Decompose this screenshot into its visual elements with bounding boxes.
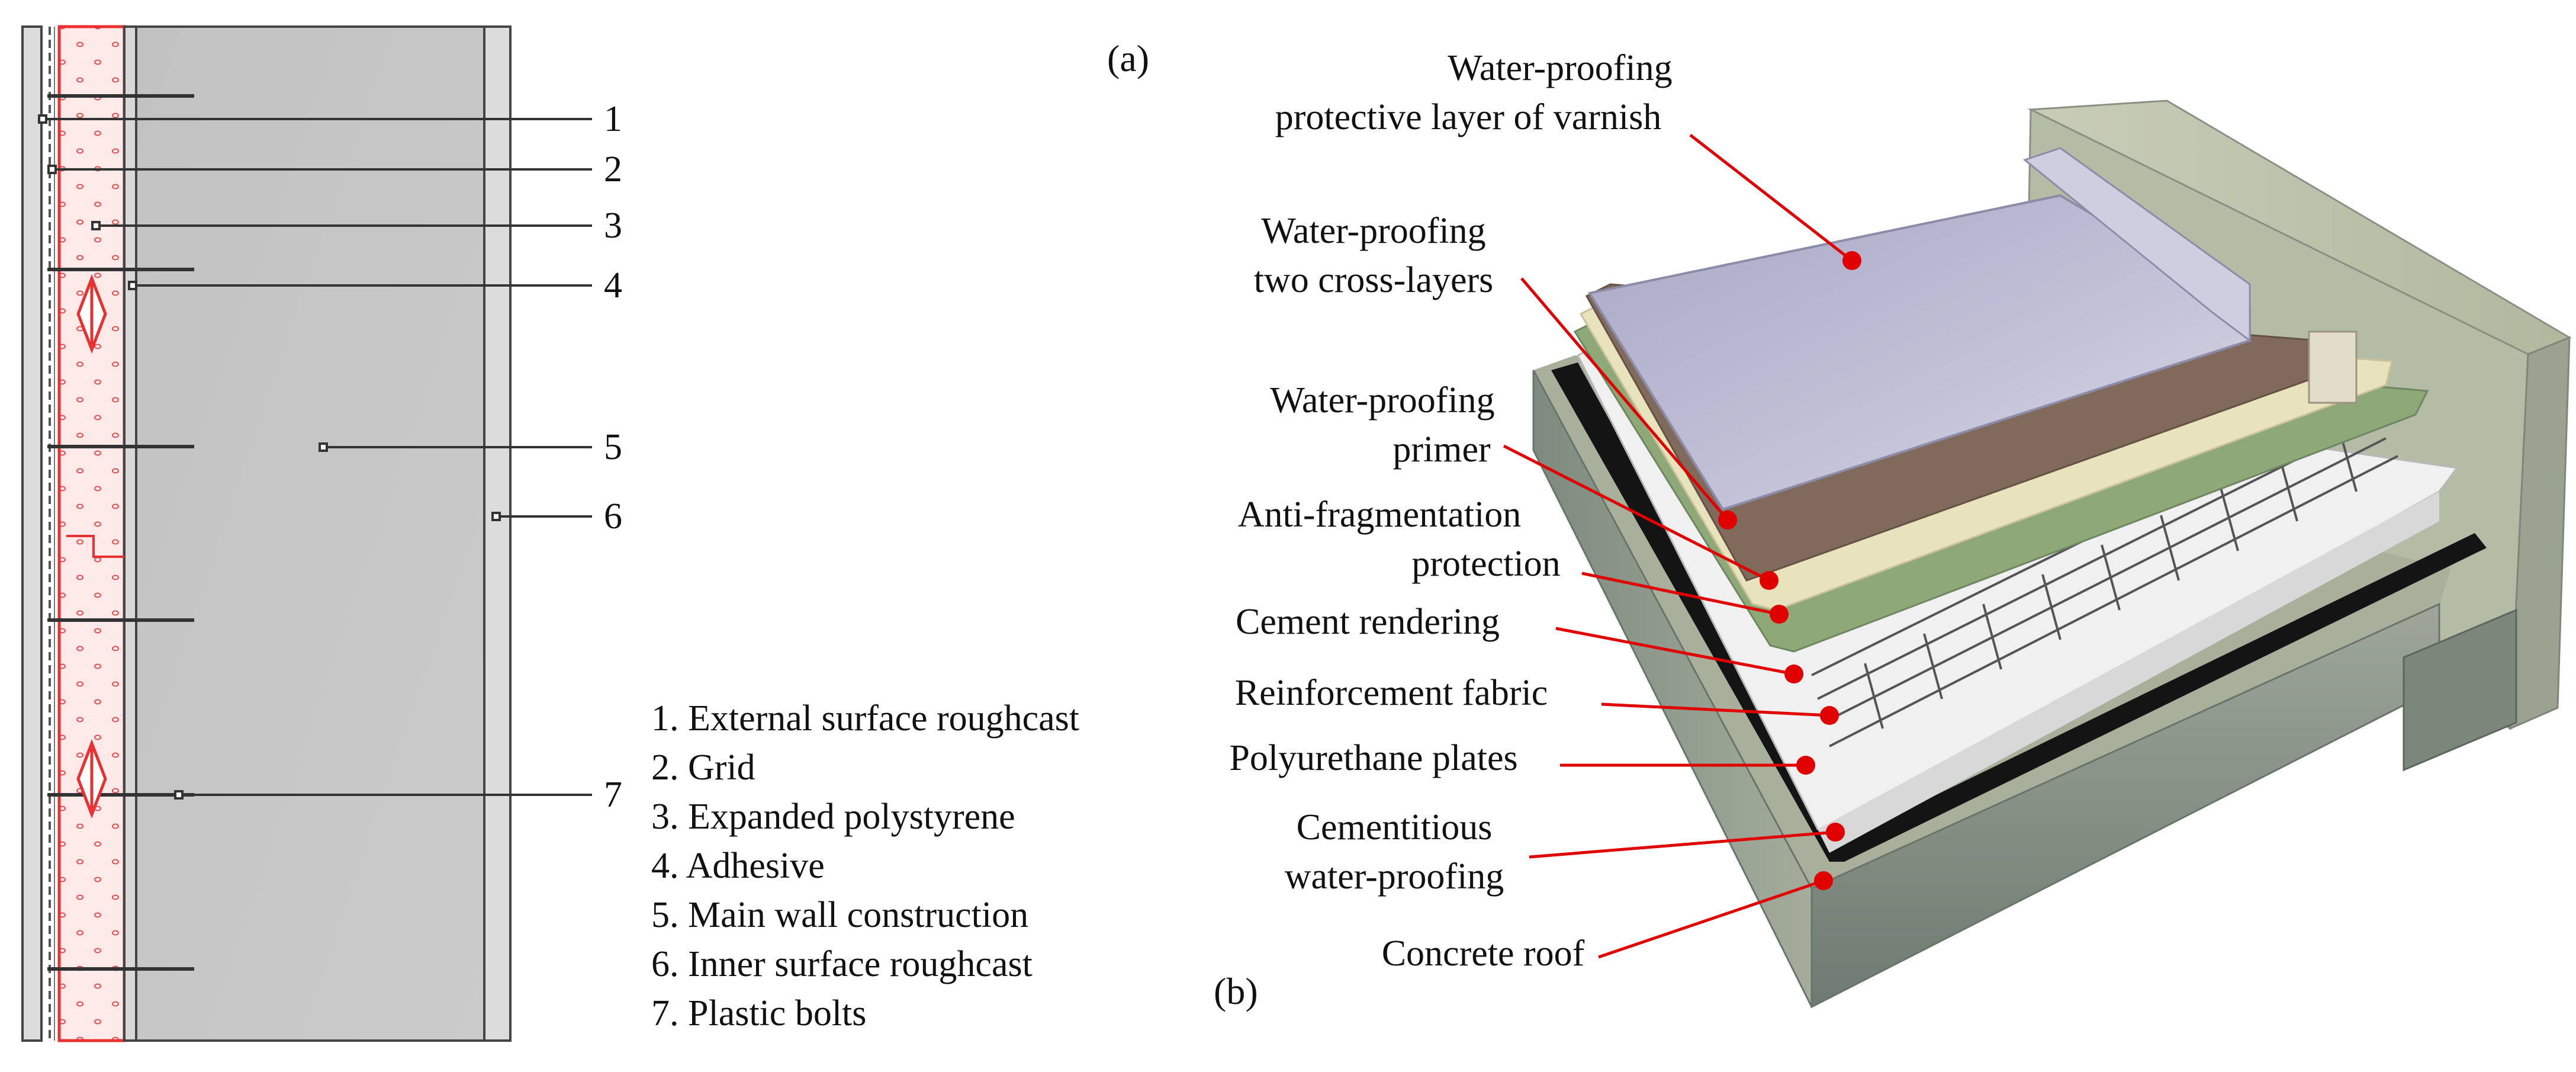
panel-a-label: (a) [1107, 37, 1149, 79]
parapet-side [2509, 336, 2571, 730]
callout-leaders [38, 114, 592, 800]
parapet-detail [2308, 330, 2358, 404]
plastic-bolts [47, 94, 194, 971]
inner-roughcast-layer [483, 25, 512, 1042]
support-beam [2403, 608, 2517, 772]
layer-marker-dots [1718, 251, 1861, 890]
layer-label: Concrete roof [1382, 933, 1585, 974]
callout-number: 2 [604, 149, 622, 190]
layer-label: Water-proofing [1270, 380, 1494, 421]
layer-label: two cross-layers [1254, 260, 1494, 300]
external-roughcast-layer [21, 25, 43, 1042]
panel-b-label: (b) [1214, 970, 1258, 1012]
expanded-polystyrene-layer [57, 25, 126, 1042]
roof-cutaway-drawing [1532, 100, 2572, 1009]
polyurethane-plates-side [1818, 492, 2439, 853]
layer-label: Polyurethane plates [1229, 738, 1517, 778]
callout-number: 6 [604, 496, 622, 537]
wall-legend: 1. External surface roughcast 2. Grid 3.… [651, 698, 1079, 1034]
layer-label: protection [1411, 544, 1560, 584]
wall-section-drawing: 1 2 3 4 5 6 7 [21, 25, 622, 1042]
layer-label: protective layer of varnish [1275, 97, 1661, 137]
callout-numbers: 1 2 3 4 5 6 7 [604, 99, 622, 815]
varnish-upstand [2022, 147, 2251, 342]
legend-item: 3. Expanded polystyrene [651, 797, 1015, 837]
callout-number: 7 [604, 775, 622, 815]
adhesive-layer [123, 25, 137, 1042]
anchor-diamond-icon [76, 274, 107, 354]
layer-label: Water-proofing [1261, 211, 1485, 251]
legend-item: 5. Main wall construction [651, 895, 1028, 935]
callout-number: 1 [604, 99, 622, 139]
callout-number: 4 [604, 265, 622, 306]
layer-label: Reinforcement fabric [1235, 673, 1548, 713]
cementitious-waterproofing-layer [1551, 362, 2487, 862]
layer-label: Anti-fragmentation [1238, 495, 1522, 535]
layer-label: Cement rendering [1236, 602, 1500, 642]
main-wall-layer [135, 25, 485, 1042]
layer-label: primer [1392, 429, 1491, 470]
callout-number: 3 [604, 206, 622, 246]
legend-item: 2. Grid [651, 747, 755, 788]
callout-number: 5 [604, 427, 622, 467]
bolt-bracket [66, 535, 124, 558]
layer-leader-lines [1503, 134, 1853, 959]
legend-item: 4. Adhesive [651, 846, 825, 886]
legend-item: 6. Inner surface roughcast [651, 944, 1033, 984]
roof-layer-labels: Water-proofing protective layer of varni… [1229, 48, 1672, 974]
layer-label: Water-proofing [1448, 48, 1672, 88]
legend-item: 7. Plastic bolts [651, 993, 866, 1034]
layer-label: Cementitious [1297, 807, 1493, 848]
layer-label: water-proofing [1285, 856, 1504, 897]
legend-item: 1. External surface roughcast [651, 698, 1079, 739]
anchor-diamond-icon [76, 739, 107, 819]
